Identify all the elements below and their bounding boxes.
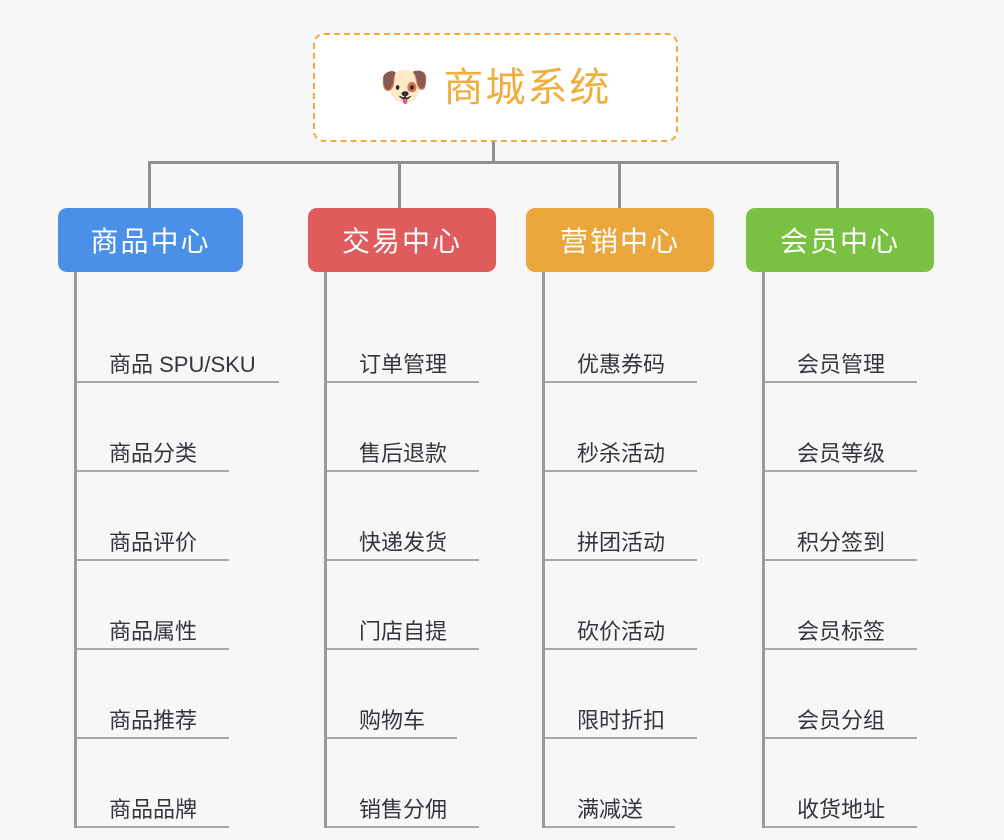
branch-item[interactable]: 会员等级	[765, 383, 976, 472]
branch-header-label: 营销中心	[559, 226, 680, 257]
branch-item-label: 商品品牌	[109, 796, 198, 822]
branch-item[interactable]: 商品属性	[77, 561, 288, 650]
branch-item-label: 售后退款	[359, 440, 448, 466]
connector-drop-3	[618, 161, 621, 209]
branch-item[interactable]: 积分签到	[765, 472, 976, 561]
branch-item-underline	[545, 559, 697, 561]
branch-item[interactable]: 会员标签	[765, 561, 976, 650]
connector-root-stem	[492, 142, 495, 164]
branch-item-underline	[77, 381, 279, 383]
connector-drop-2	[398, 161, 401, 209]
branch-item[interactable]: 商品品牌	[77, 739, 288, 828]
branch-item-underline	[77, 470, 229, 472]
branch-item[interactable]: 商品评价	[77, 472, 288, 561]
branch-item[interactable]: 优惠券码	[545, 294, 756, 383]
branch-item-underline	[545, 648, 697, 650]
branch-item[interactable]: 商品分类	[77, 383, 288, 472]
branch-item[interactable]: 快递发货	[327, 472, 538, 561]
branch-item-label: 满减送	[577, 796, 644, 822]
branch-item-label: 积分签到	[797, 529, 886, 555]
branch-item-label: 砍价活动	[577, 618, 666, 644]
branch-header-marketing-center[interactable]: 营销中心	[526, 208, 714, 272]
dog-face-icon: 🐶	[379, 64, 430, 109]
branch-item-label: 会员管理	[797, 351, 886, 377]
branch-item[interactable]: 收货地址	[765, 739, 976, 828]
branch-item-label: 商品属性	[109, 618, 198, 644]
connector-drop-4	[836, 161, 839, 209]
branch-item[interactable]: 购物车	[327, 650, 538, 739]
branch-item-list: 商品 SPU/SKU 商品分类商品评价商品属性商品推荐商品品牌	[74, 272, 288, 828]
branch-item-underline	[765, 559, 917, 561]
branch-item-label: 收货地址	[797, 796, 886, 822]
branch-item-label: 优惠券码	[577, 351, 666, 377]
branch-item-label: 会员等级	[797, 440, 886, 466]
branch-item-label: 销售分佣	[359, 796, 448, 822]
branch-column-product-center: 商品中心商品 SPU/SKU 商品分类商品评价商品属性商品推荐商品品牌	[58, 208, 288, 828]
branch-item-underline	[545, 737, 697, 739]
branch-item[interactable]: 会员管理	[765, 294, 976, 383]
branch-item-label: 商品评价	[109, 529, 198, 555]
branch-column-marketing-center: 营销中心优惠券码秒杀活动拼团活动砍价活动限时折扣满减送	[526, 208, 756, 828]
branch-item-label: 会员分组	[797, 707, 886, 733]
branch-item-underline	[77, 826, 229, 828]
branch-item-underline	[77, 737, 229, 739]
branch-header-label: 商品中心	[90, 226, 211, 257]
branch-item-label: 商品推荐	[109, 707, 198, 733]
branch-item-underline	[327, 648, 479, 650]
root-node[interactable]: 🐶 商城系统	[313, 33, 678, 142]
branch-item-underline	[545, 381, 697, 383]
branch-item-underline	[545, 826, 675, 828]
branch-item-label: 购物车	[359, 707, 426, 733]
branch-item[interactable]: 订单管理	[327, 294, 538, 383]
branch-item[interactable]: 满减送	[545, 739, 756, 828]
branch-item[interactable]: 拼团活动	[545, 472, 756, 561]
root-node-label: 商城系统	[443, 65, 612, 110]
branch-item[interactable]: 砍价活动	[545, 561, 756, 650]
connector-horizontal-bus	[148, 161, 839, 164]
branch-item-label: 商品分类	[109, 440, 198, 466]
branch-item[interactable]: 门店自提	[327, 561, 538, 650]
branch-header-trade-center[interactable]: 交易中心	[308, 208, 496, 272]
branch-item[interactable]: 限时折扣	[545, 650, 756, 739]
branch-item-label: 商品 SPU/SKU	[109, 351, 256, 377]
branch-item-underline	[327, 381, 479, 383]
branch-item-label: 秒杀活动	[577, 440, 666, 466]
branch-item-underline	[327, 470, 479, 472]
branch-item-label: 会员标签	[797, 618, 886, 644]
branch-column-trade-center: 交易中心订单管理售后退款快递发货门店自提购物车销售分佣	[308, 208, 538, 828]
branch-item[interactable]: 售后退款	[327, 383, 538, 472]
branch-column-member-center: 会员中心会员管理会员等级积分签到会员标签会员分组收货地址	[746, 208, 976, 828]
branch-header-member-center[interactable]: 会员中心	[746, 208, 934, 272]
branch-item-underline	[765, 826, 917, 828]
branch-item-underline	[77, 648, 229, 650]
branch-item-label: 拼团活动	[577, 529, 666, 555]
branch-item-underline	[765, 470, 917, 472]
branch-item[interactable]: 商品推荐	[77, 650, 288, 739]
branch-item-list: 订单管理售后退款快递发货门店自提购物车销售分佣	[324, 272, 538, 828]
branch-item-underline	[765, 737, 917, 739]
connector-drop-1	[148, 161, 151, 209]
branch-item-list: 会员管理会员等级积分签到会员标签会员分组收货地址	[762, 272, 976, 828]
branch-item-underline	[765, 381, 917, 383]
branch-item[interactable]: 销售分佣	[327, 739, 538, 828]
branch-item-list: 优惠券码秒杀活动拼团活动砍价活动限时折扣满减送	[542, 272, 756, 828]
branch-item[interactable]: 会员分组	[765, 650, 976, 739]
branch-header-product-center[interactable]: 商品中心	[58, 208, 243, 272]
branch-header-label: 会员中心	[779, 226, 900, 257]
branch-item-label: 快递发货	[359, 529, 448, 555]
branch-item-underline	[77, 559, 229, 561]
branch-item-label: 门店自提	[359, 618, 448, 644]
branch-item-underline	[327, 737, 457, 739]
branch-item-underline	[327, 559, 479, 561]
branch-item-underline	[765, 648, 917, 650]
branch-item-label: 订单管理	[359, 351, 448, 377]
branch-header-label: 交易中心	[341, 226, 462, 257]
branch-item[interactable]: 秒杀活动	[545, 383, 756, 472]
branch-item-underline	[545, 470, 697, 472]
branch-item[interactable]: 商品 SPU/SKU	[77, 294, 288, 383]
branch-item-underline	[327, 826, 479, 828]
branch-item-label: 限时折扣	[577, 707, 666, 733]
